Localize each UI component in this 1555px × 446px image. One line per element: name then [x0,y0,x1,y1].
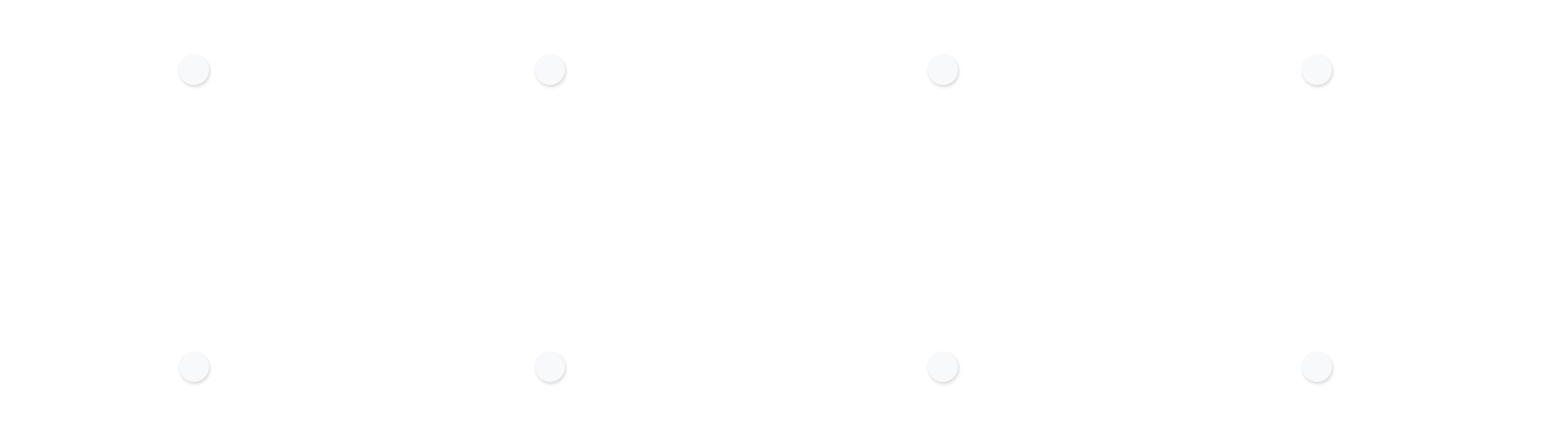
handle-top-2[interactable] [535,55,565,85]
handle-bottom-3[interactable] [928,352,958,382]
handle-top-3[interactable] [928,55,958,85]
handle-bottom-2[interactable] [535,352,565,382]
handle-top-4[interactable] [1302,55,1332,85]
handle-bottom-1[interactable] [179,352,209,382]
handle-top-1[interactable] [179,55,209,85]
handle-bottom-4[interactable] [1302,352,1332,382]
